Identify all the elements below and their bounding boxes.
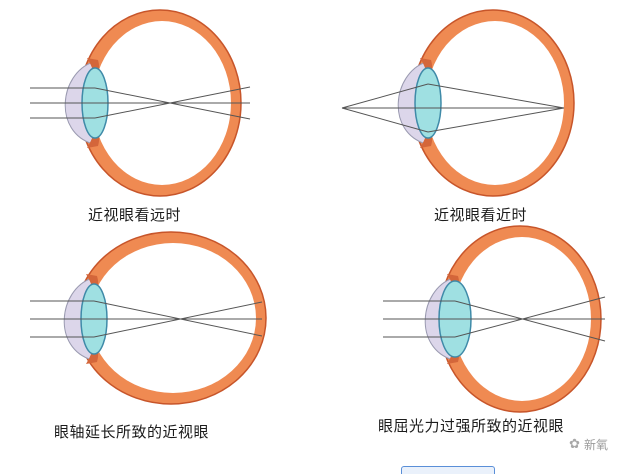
caption-distant-viewing: 近视眼看远时 xyxy=(88,206,182,224)
bottom-tab-edge xyxy=(401,466,495,474)
light-rays xyxy=(383,296,606,342)
light-rays xyxy=(30,300,263,338)
caption-elongated-axis: 眼轴延长所致的近视眼 xyxy=(54,423,210,441)
caption-near-viewing: 近视眼看近时 xyxy=(434,206,528,224)
watermark: ✿ 新氧 xyxy=(569,436,608,453)
light-rays xyxy=(341,83,565,133)
light-rays xyxy=(30,86,251,120)
watermark-text: 新氧 xyxy=(583,438,608,452)
eye-anatomy xyxy=(63,231,267,405)
watermark-logo-icon: ✿ xyxy=(569,437,580,452)
eye-anatomy xyxy=(397,9,575,197)
eye-panel-distant xyxy=(30,9,251,197)
eye-panel-near xyxy=(341,9,575,197)
caption-strong-refraction: 眼屈光力过强所致的近视眼 xyxy=(378,417,565,435)
eye-panel-strong-refraction xyxy=(383,225,606,413)
eye-panel-elongated-axis xyxy=(30,231,267,405)
